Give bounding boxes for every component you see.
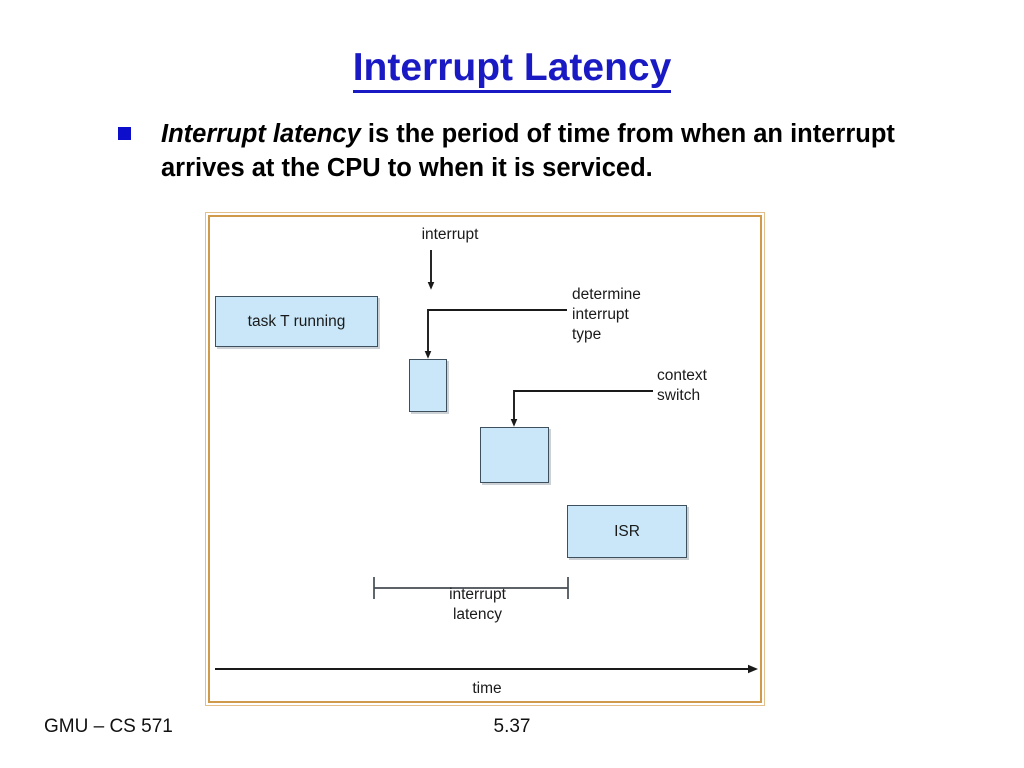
page-title-text: Interrupt Latency	[352, 47, 672, 93]
context-switch-box	[480, 427, 549, 483]
determine-interrupt-type-label: determine interrupt type	[572, 286, 641, 343]
bullet-rest: is the period of time from when an inter…	[161, 120, 895, 182]
square-bullet-icon	[118, 127, 131, 140]
interrupt-latency-label: interrupt latency	[449, 586, 506, 623]
footer-course: GMU – CS 571	[44, 716, 173, 737]
isr-box: ISR	[567, 505, 687, 558]
page-title: Interrupt Latency	[0, 46, 1024, 93]
bullet-item-text: Interrupt latency is the period of time …	[161, 118, 948, 186]
determine-interrupt-box	[409, 359, 447, 412]
interrupt-latency-figure: task T running ISR interrupt determine i…	[205, 212, 765, 706]
interrupt-label: interrupt	[421, 226, 479, 243]
task-running-box: task T running	[215, 296, 378, 347]
footer-page-number: 5.37	[493, 716, 531, 737]
task-running-box-label: task T running	[247, 312, 346, 330]
isr-box-label: ISR	[614, 522, 640, 540]
context-switch-label: context switch	[657, 367, 707, 404]
time-axis-label: time	[472, 680, 502, 697]
bullet-item: Interrupt latency is the period of time …	[118, 118, 948, 186]
figure-canvas: task T running ISR interrupt determine i…	[210, 217, 760, 701]
bullet-emphasis: Interrupt latency	[161, 120, 361, 148]
figure-connectors	[215, 250, 758, 674]
